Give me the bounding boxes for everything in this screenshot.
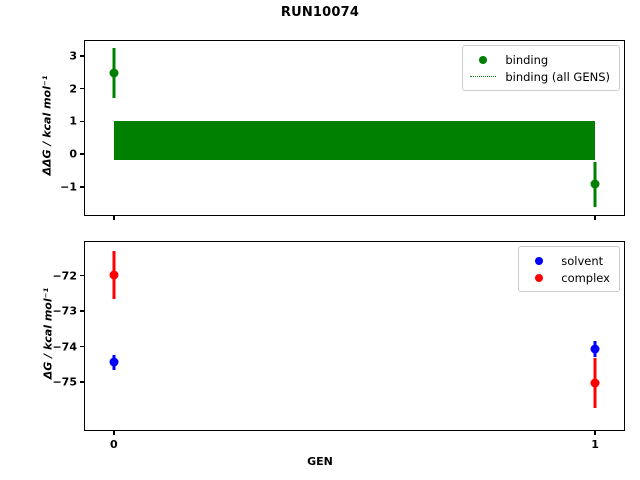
y-tick-label: −73 <box>52 304 77 318</box>
x-tick-mark <box>113 430 115 435</box>
y-tick-label: 2 <box>69 82 77 96</box>
y-tick-mark <box>80 120 85 123</box>
x-axis-label: GEN <box>307 455 333 468</box>
y-tick-label: 3 <box>69 49 77 63</box>
data-point-marker[interactable] <box>109 68 119 78</box>
y-tick-mark <box>80 186 85 188</box>
legend-label-binding-all-gens: binding (all GENS) <box>505 69 610 84</box>
data-point-marker[interactable] <box>590 378 600 388</box>
x-tick-mark <box>113 215 115 220</box>
legend-label-complex: complex <box>561 270 610 285</box>
x-tick-label: 1 <box>591 438 599 451</box>
top-legend: binding binding (all GENS) <box>462 45 620 91</box>
data-point-marker[interactable] <box>109 357 119 367</box>
y-tick-label: −75 <box>52 375 77 389</box>
y-tick-mark <box>80 54 85 57</box>
y-tick-label: 1 <box>69 114 77 128</box>
y-tick-mark <box>80 381 85 383</box>
bottom-plot-area <box>85 242 624 430</box>
y-tick-mark <box>80 345 85 348</box>
legend-item-binding: binding <box>470 51 610 68</box>
binding-all-gens-band <box>113 120 596 160</box>
legend-label-solvent: solvent <box>561 253 604 268</box>
data-point-marker[interactable] <box>109 270 119 280</box>
y-tick-mark <box>80 274 85 277</box>
legend-label-binding: binding <box>505 52 549 67</box>
blue-dot-marker-icon <box>526 256 552 265</box>
x-tick-label: 0 <box>110 438 118 451</box>
data-point-marker[interactable] <box>590 344 600 354</box>
y-tick-mark <box>80 310 85 312</box>
top-plot-area <box>85 41 624 215</box>
legend-item-complex: complex <box>526 269 610 286</box>
top-axis-ylabel: ΔΔG / kcal mol⁻¹ <box>40 75 54 176</box>
red-dot-marker-icon <box>526 273 552 282</box>
y-tick-label: −74 <box>52 340 77 354</box>
green-dotted-line-icon <box>470 76 497 77</box>
x-tick-mark <box>594 215 596 220</box>
legend-item-binding-all-gens: binding (all GENS) <box>470 68 610 85</box>
y-tick-mark <box>80 87 85 90</box>
legend-item-solvent: solvent <box>526 252 610 269</box>
data-point-marker[interactable] <box>590 179 600 189</box>
y-tick-label: −1 <box>60 180 77 194</box>
y-tick-mark <box>80 153 85 156</box>
figure-title: RUN10074 <box>280 5 360 20</box>
top-axes-panel: ΔΔG / kcal mol⁻¹ 3 2 1 0 −1 binding binding … <box>41 40 625 220</box>
green-dot-marker-icon <box>470 55 496 64</box>
y-tick-label: −72 <box>52 269 77 283</box>
bottom-legend: solvent complex <box>518 246 620 292</box>
x-tick-mark <box>594 430 596 435</box>
y-tick-label: 0 <box>69 147 77 161</box>
